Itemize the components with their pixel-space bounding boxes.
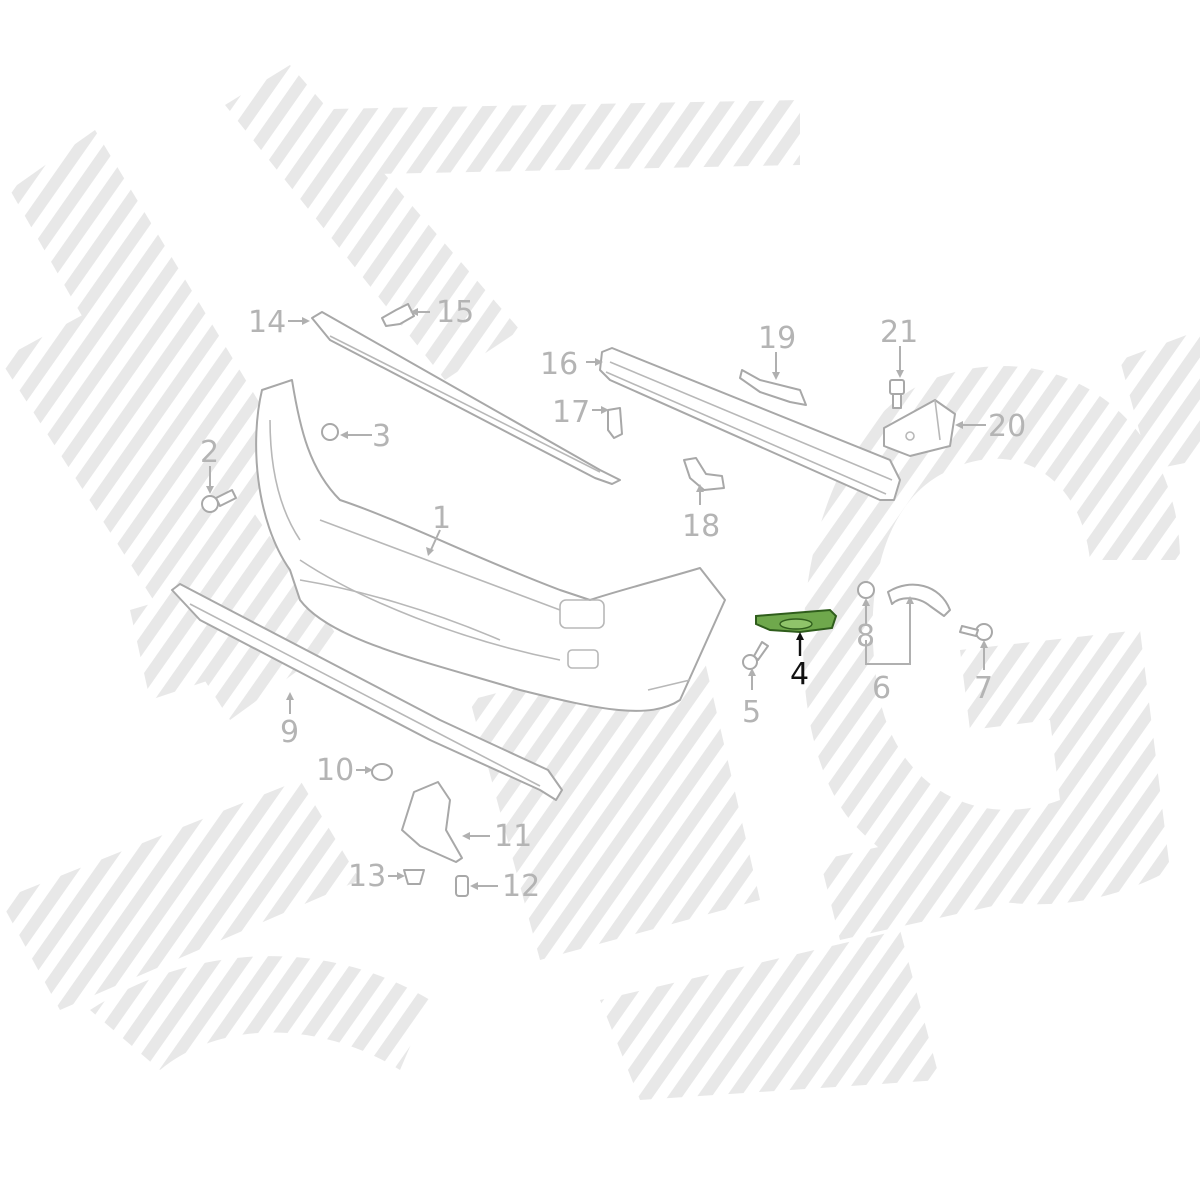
label-19: 19 bbox=[758, 321, 796, 356]
part-16-reinforcement-beam bbox=[599, 347, 901, 501]
part-3-clip bbox=[321, 423, 339, 441]
label-3: 3 bbox=[372, 419, 391, 454]
part-19-bracket bbox=[739, 369, 807, 406]
label-4-highlighted: 4 bbox=[790, 657, 809, 692]
label-21: 21 bbox=[880, 315, 918, 350]
part-12-fastener bbox=[455, 875, 469, 897]
label-6: 6 bbox=[872, 671, 891, 706]
label-17: 17 bbox=[552, 395, 590, 430]
part-1-bumper-cover bbox=[255, 379, 726, 712]
part-11-deflector bbox=[401, 781, 463, 863]
part-17-clip bbox=[607, 407, 623, 439]
part-10-cap bbox=[371, 763, 393, 781]
part-7-screw bbox=[959, 623, 993, 641]
leader-lines bbox=[206, 308, 988, 890]
part-2-screw bbox=[201, 489, 237, 513]
label-2: 2 bbox=[200, 435, 219, 470]
part-15-screw bbox=[381, 303, 415, 327]
label-9: 9 bbox=[280, 715, 299, 750]
label-16: 16 bbox=[540, 347, 578, 382]
part-21-bolt bbox=[889, 379, 905, 409]
part-20-mount-bracket bbox=[883, 399, 956, 457]
part-6-bracket bbox=[887, 583, 951, 617]
label-20: 20 bbox=[988, 409, 1026, 444]
part-labels: 14 15 3 2 1 16 17 18 19 20 21 4 5 8 6 7 … bbox=[200, 295, 1026, 904]
label-15: 15 bbox=[436, 295, 474, 330]
label-14: 14 bbox=[248, 305, 286, 340]
part-4-bracket-highlighted bbox=[755, 608, 838, 634]
label-1: 1 bbox=[432, 501, 451, 536]
label-10: 10 bbox=[316, 753, 354, 788]
label-7: 7 bbox=[974, 671, 993, 706]
watermark-logo bbox=[0, 65, 1200, 1100]
label-12: 12 bbox=[502, 869, 540, 904]
label-13: 13 bbox=[348, 859, 386, 894]
label-11: 11 bbox=[494, 819, 532, 854]
label-8: 8 bbox=[856, 619, 875, 654]
part-9-lower-lip bbox=[171, 583, 563, 801]
part-13-clip bbox=[403, 869, 425, 885]
label-5: 5 bbox=[742, 695, 761, 730]
label-18: 18 bbox=[682, 509, 720, 544]
part-5-screw bbox=[742, 641, 769, 670]
part-18-bracket bbox=[683, 457, 725, 491]
part-8-clip bbox=[857, 581, 875, 599]
part-14-upper-strip bbox=[311, 311, 621, 485]
